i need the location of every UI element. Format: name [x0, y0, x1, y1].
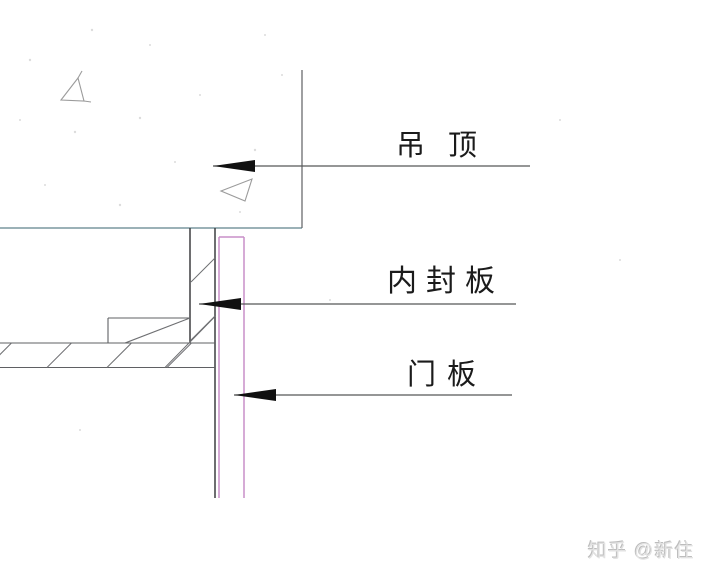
strip-hatch-lines	[190, 257, 216, 341]
ceiling-label: 吊顶	[396, 130, 501, 162]
leader-arrow-icon	[234, 389, 276, 401]
step-hatch-line	[124, 317, 191, 344]
leader-ceiling	[213, 160, 530, 172]
inner-seal-panel-strip	[189, 228, 216, 498]
watermark: 知乎 @新住	[588, 541, 695, 562]
leader-door-panel	[234, 389, 512, 401]
concrete-speckles	[19, 28, 621, 431]
leader-arrow-icon	[213, 160, 255, 172]
band-hatch-lines	[0, 316, 216, 368]
door-panel-label: 门板	[407, 359, 488, 391]
door-panel-outline	[218, 236, 245, 498]
triangle-symbol-1	[59, 70, 92, 103]
hatched-base-band	[0, 316, 216, 369]
leader-arrow-icon	[199, 298, 241, 310]
leader-inner-seal-panel	[199, 298, 516, 310]
ceiling-slab-boundary	[0, 70, 303, 229]
triangle-symbol-2	[219, 178, 253, 202]
step-block	[107, 317, 191, 344]
concrete-triangle-symbols	[59, 70, 253, 202]
inner-seal-panel-label: 内封板	[387, 265, 504, 298]
